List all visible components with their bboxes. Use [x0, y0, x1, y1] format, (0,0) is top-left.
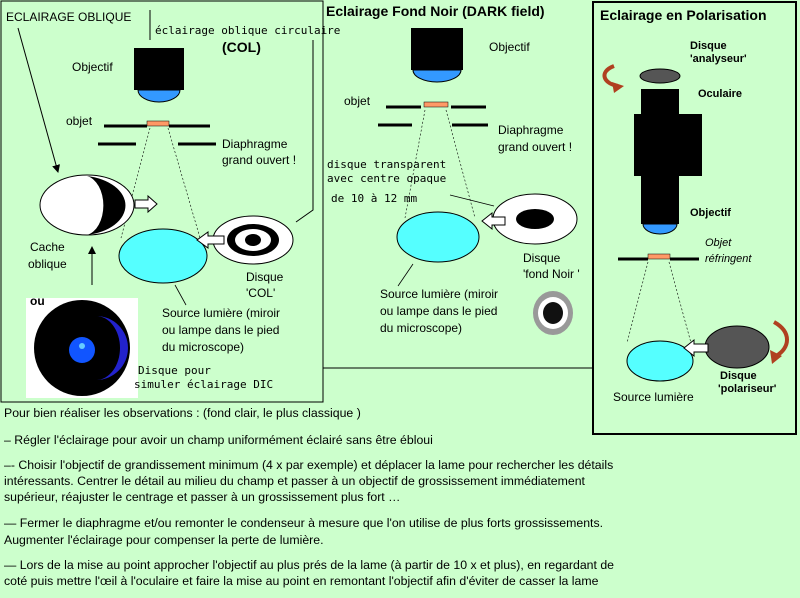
- darkfield-disc-label-2: 'fond Noir ': [523, 267, 580, 281]
- darkfield-disc-label-1: Disque: [523, 251, 561, 265]
- cache-label-1: Cache: [30, 240, 65, 254]
- cache-label-2: oblique: [28, 257, 67, 271]
- darkfield-source-label-1: Source lumière (miroir: [380, 287, 499, 301]
- analyser-label-1: Disque: [690, 40, 727, 52]
- darkfield-objective-body: [411, 28, 463, 70]
- instruction-step-1: – Régler l'éclairage pour avoir un champ…: [4, 433, 433, 447]
- polariser-label-2: 'polariseur': [718, 383, 777, 395]
- polariser-disc: [704, 325, 770, 369]
- polar-source-label: Source lumière: [613, 390, 694, 404]
- col-title: éclairage oblique circulaire: [155, 24, 341, 37]
- darkfield-light-source: [396, 211, 480, 263]
- instruction-step-3-line-1: — Fermer le diaphragme et/ou remonter le…: [4, 516, 604, 530]
- darkfield-diaphragm-label-2: grand ouvert !: [498, 140, 573, 154]
- transparent-disc-label-3: de 10 à 12 mm: [331, 192, 418, 205]
- oblique-title: ECLAIRAGE OBLIQUE: [6, 10, 132, 24]
- oblique-diaphragm-label-2: grand ouvert !: [222, 153, 297, 167]
- ou-label: ou: [30, 294, 45, 308]
- col-arrow: [196, 231, 225, 249]
- analyser-disc: [639, 68, 681, 84]
- oblique-source-label-2: ou lampe dans le pied: [162, 323, 280, 337]
- polarisation-panel-frame: [592, 1, 797, 435]
- instruction-step-3-line-2: Augmenter l'éclairage pour compenser la …: [4, 533, 324, 547]
- darkfield-title: Eclairage Fond Noir (DARK field): [326, 3, 545, 19]
- eyepiece-label: Oculaire: [698, 88, 743, 100]
- polariser-rotation-arrow: [772, 320, 789, 358]
- oblique-diaphragm-label-1: Diaphragme: [222, 137, 288, 151]
- polar-object-label-2: réfringent: [705, 253, 752, 265]
- polariser-label-1: Disque: [720, 370, 757, 382]
- polar-object: [647, 253, 671, 260]
- instruction-step-2-line-1: –- Choisir l'objectif de grandissement m…: [4, 458, 614, 472]
- instruction-step-4-line-1: — Lors de la mise au point approcher l'o…: [4, 558, 615, 572]
- oblique-source-label-1: Source lumière (miroir: [162, 306, 281, 320]
- instruction-step-2-line-3: supérieur, réajuster le centrage et pass…: [4, 490, 401, 504]
- darkfield-source-label-3: du microscope): [380, 321, 463, 335]
- polar-object-label-1: Objet: [705, 237, 732, 249]
- oblique-source-label-3: du microscope): [162, 340, 245, 354]
- oblique-light-source: [118, 228, 208, 284]
- darkfield-objective-lens: [412, 69, 462, 83]
- eyepiece-body: [641, 89, 679, 117]
- instruction-step-2-line-2: intéressants. Centrer le détail au milie…: [4, 474, 585, 488]
- cache-arrow: [134, 194, 158, 214]
- darkfield-objectif-label: Objectif: [489, 40, 530, 54]
- polar-objective-lens: [642, 223, 678, 235]
- analyser-rotation-arrow: [602, 64, 619, 88]
- polar-objectif-label: Objectif: [690, 207, 731, 219]
- col-disc-label-1: Disque: [246, 270, 284, 284]
- darkfield-object: [423, 101, 449, 108]
- instructions-intro: Pour bien réaliser les observations : (f…: [4, 406, 361, 420]
- oblique-objectif-label: Objectif: [72, 60, 113, 74]
- transparent-disc-label-2: avec centre opaque: [327, 172, 447, 185]
- darkfield-diaphragm-label-1: Diaphragme: [498, 123, 564, 137]
- oblique-objective-body: [134, 48, 184, 90]
- oblique-object: [146, 120, 170, 127]
- polarisation-title: Eclairage en Polarisation: [600, 7, 767, 23]
- dic-label-1: Disque pour: [138, 364, 211, 377]
- transparent-disc-label-1: disque transparent: [327, 158, 447, 171]
- oblique-objective-lens: [137, 89, 181, 103]
- oblique-panel-frame: [0, 0, 324, 403]
- instruction-step-4-line-2: coté puis mettre l'œil à l'oculaire et f…: [4, 574, 599, 588]
- darkfield-arrow: [481, 211, 506, 231]
- polar-light-source: [626, 340, 694, 382]
- col-abbr: (COL): [222, 39, 261, 55]
- darkfield-objet-label: objet: [344, 94, 371, 108]
- oblique-objet-label: objet: [66, 114, 93, 128]
- dic-label-2: simuler éclairage DIC: [134, 378, 274, 391]
- analyser-label-2: 'analyseur': [690, 53, 747, 65]
- col-disc-label-2: 'COL': [246, 286, 276, 300]
- darkfield-source-label-2: ou lampe dans le pied: [380, 304, 498, 318]
